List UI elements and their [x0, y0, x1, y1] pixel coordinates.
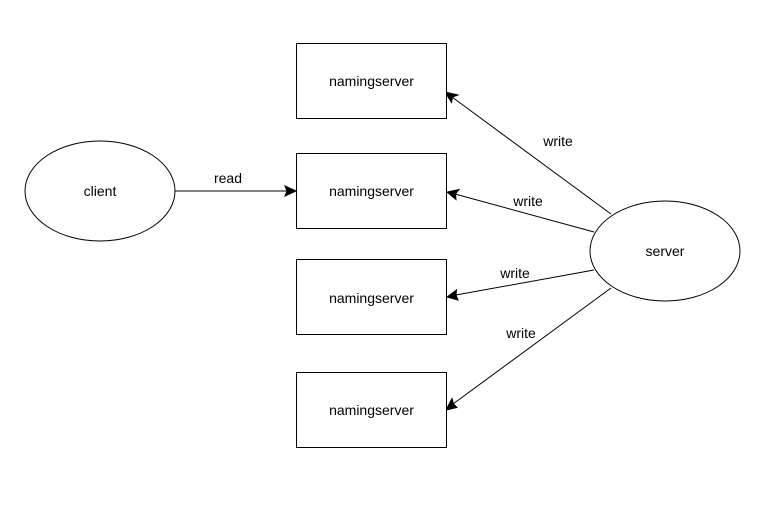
- edge-write-4-arrowhead: [445, 397, 458, 411]
- edge-read: read: [175, 170, 298, 197]
- edge-write-4: write: [445, 287, 612, 411]
- edge-write-1-label-bg: [538, 131, 578, 147]
- node-namingserver-1[interactable]: namingserver: [296, 43, 447, 119]
- edge-write-3-label: write: [499, 265, 530, 281]
- node-client[interactable]: client: [24, 140, 176, 242]
- edge-write-1-arrowhead: [443, 91, 460, 104]
- client-ellipse: [24, 140, 176, 242]
- server-label: server: [646, 243, 685, 259]
- edge-write-4-label-bg: [501, 323, 541, 339]
- node-server[interactable]: server: [589, 200, 741, 302]
- edge-write-2-label: write: [512, 193, 543, 209]
- edge-write-3-line: [455, 269, 595, 296]
- node-namingserver-3[interactable]: namingserver: [296, 259, 447, 335]
- edge-write-2-arrowhead: [445, 188, 461, 201]
- edge-write-1-label: write: [542, 133, 573, 149]
- edge-write-3: write: [445, 263, 595, 301]
- namingserver-3-box: [296, 259, 447, 335]
- edge-write-2-line: [454, 193, 595, 233]
- namingserver-1-box: [296, 43, 447, 119]
- edge-write-2-label-bg: [508, 192, 548, 208]
- namingserver-4-box: [296, 372, 447, 448]
- node-namingserver-4[interactable]: namingserver: [296, 372, 447, 448]
- edge-read-arrowhead: [284, 185, 298, 197]
- namingserver-2-label: namingserver: [329, 183, 414, 199]
- edge-write-4-line: [452, 287, 612, 405]
- edge-read-label: read: [214, 170, 242, 186]
- namingserver-3-label: namingserver: [329, 290, 414, 306]
- edge-write-3-arrowhead: [445, 288, 459, 301]
- edge-write-1: write: [443, 91, 612, 215]
- namingserver-2-box: [296, 153, 447, 229]
- edge-write-1-line: [451, 96, 612, 215]
- node-namingserver-2[interactable]: namingserver: [296, 153, 447, 229]
- edge-write-2: write: [445, 188, 595, 233]
- edge-write-4-label: write: [505, 325, 536, 341]
- namingserver-4-label: namingserver: [329, 402, 414, 418]
- edge-write-3-label-bg: [495, 263, 535, 279]
- namingserver-1-label: namingserver: [329, 73, 414, 89]
- server-ellipse: [589, 200, 741, 302]
- client-label: client: [84, 183, 117, 199]
